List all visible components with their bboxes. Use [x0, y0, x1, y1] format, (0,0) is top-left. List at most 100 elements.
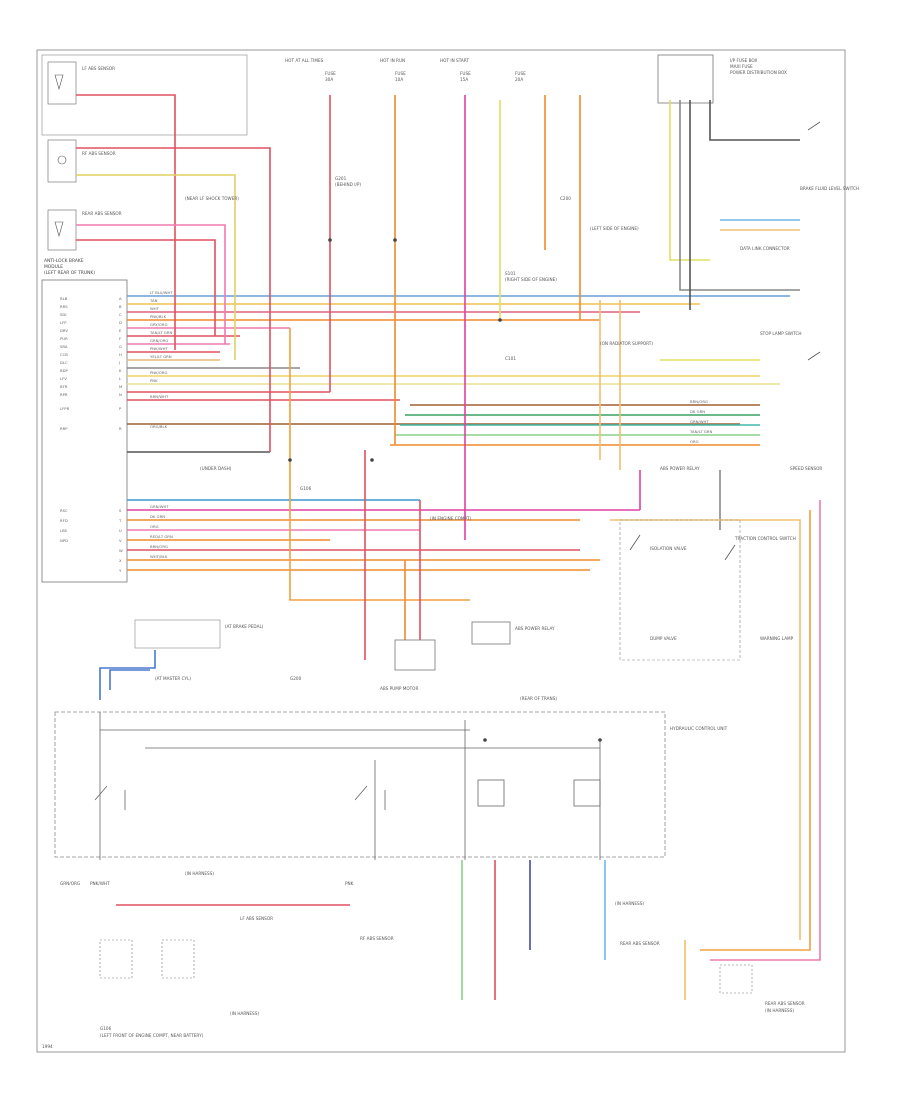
pin-label: U — [119, 528, 122, 533]
signal-label: SRA — [60, 344, 68, 349]
svg-text:C101: C101 — [505, 356, 516, 361]
pin-label: F — [119, 336, 121, 341]
pin-label: Y — [119, 568, 122, 573]
svg-text:TRACTION CONTROL SWITCH: TRACTION CONTROL SWITCH — [734, 536, 796, 541]
diagram-border — [36, 49, 846, 1053]
top-labels: HOT AT ALL TIMES HOT IN RUN HOT IN START… — [285, 58, 526, 82]
hydraulic-control-unit — [54, 711, 666, 858]
svg-text:G201: G201 — [335, 176, 347, 181]
signal-label: DLC — [60, 360, 68, 365]
svg-text:10A: 10A — [395, 77, 403, 82]
svg-text:ORG: ORG — [150, 524, 159, 529]
svg-text:TAN/LT GRN: TAN/LT GRN — [689, 429, 712, 434]
svg-text:(RIGHT SIDE OF ENGINE): (RIGHT SIDE OF ENGINE) — [505, 277, 557, 282]
svg-text:30A: 30A — [325, 77, 333, 82]
svg-text:FUSE: FUSE — [515, 71, 526, 76]
svg-text:FUSE: FUSE — [325, 71, 336, 76]
svg-text:GRN/WHT: GRN/WHT — [690, 419, 709, 424]
svg-text:PNK/WHT: PNK/WHT — [90, 881, 110, 886]
svg-text:(BEHIND I/P): (BEHIND I/P) — [335, 182, 361, 187]
svg-text:ORG: ORG — [690, 439, 699, 444]
svg-text:(IN ENGINE COMPT): (IN ENGINE COMPT) — [430, 516, 472, 521]
svg-text:(AT MASTER CYL): (AT MASTER CYL) — [155, 676, 191, 681]
pin-label: X — [119, 558, 122, 563]
pin-label: A — [119, 296, 122, 301]
svg-text:BRN/ORG: BRN/ORG — [150, 544, 168, 549]
wire — [710, 500, 821, 961]
sensor-box-inner-2 — [47, 139, 77, 183]
lf-abs-sensor — [99, 939, 133, 979]
signal-label: NPD — [60, 538, 68, 543]
wire — [76, 224, 226, 344]
svg-text:GRY/ORG: GRY/ORG — [150, 322, 168, 327]
valve — [477, 779, 505, 807]
signal-label: SDI — [60, 312, 66, 317]
wire — [669, 100, 710, 261]
signal-label: RFD — [60, 518, 68, 523]
svg-text:BRN/ORG: BRN/ORG — [690, 399, 708, 404]
pin-label: S — [119, 508, 122, 513]
splice-dot — [498, 318, 502, 322]
svg-text:LF ABS SENSOR: LF ABS SENSOR — [240, 916, 273, 921]
pin-label: D — [119, 320, 122, 325]
junction-dots — [288, 238, 602, 742]
svg-text:HOT IN START: HOT IN START — [440, 58, 469, 63]
svg-text:ORG/BLK: ORG/BLK — [150, 424, 168, 429]
sensor-symbol-1 — [54, 74, 64, 91]
wire — [76, 174, 236, 360]
svg-text:WHT: WHT — [150, 306, 160, 311]
svg-text:HOT AT ALL TIMES: HOT AT ALL TIMES — [285, 58, 324, 63]
pin-label: G — [119, 344, 122, 349]
diagram-id: 1994 — [42, 1044, 53, 1049]
splice-dot — [288, 458, 292, 462]
component-labels: LF ABS SENSOR RF ABS SENSOR REAR ABS SEN… — [60, 66, 859, 1016]
signal-label: LBS — [60, 528, 68, 533]
svg-text:ABS POWER RELAY: ABS POWER RELAY — [660, 466, 700, 471]
pump-motor-box — [394, 639, 436, 671]
svg-text:15A: 15A — [460, 77, 468, 82]
svg-text:(UNDER DASH): (UNDER DASH) — [200, 466, 232, 471]
svg-text:PNK: PNK — [345, 881, 354, 886]
switch-contact — [629, 534, 736, 561]
wire — [709, 100, 800, 141]
splice-dot — [328, 238, 332, 242]
svg-text:FUSE: FUSE — [460, 71, 471, 76]
signal-label: CCB — [60, 352, 68, 357]
sensor-symbol-2 — [57, 155, 67, 165]
module-signal-labels: RLB RRS SDI LFP DRV PUR SRA CCB DLC BDP … — [60, 296, 70, 543]
switch-box-left — [134, 619, 221, 649]
wire — [99, 650, 156, 700]
svg-text:(REAR OF TRANS): (REAR OF TRANS) — [520, 696, 557, 701]
pin-label: J — [118, 360, 120, 365]
svg-text:(LEFT SIDE OF ENGINE): (LEFT SIDE OF ENGINE) — [590, 226, 639, 231]
svg-text:DUMP VALVE: DUMP VALVE — [650, 636, 677, 641]
signal-label: BDP — [60, 368, 69, 373]
svg-text:TAN: TAN — [149, 298, 158, 303]
hcu-internal-wires — [99, 712, 601, 860]
wire — [700, 510, 811, 951]
svg-text:PNK/WHT: PNK/WHT — [150, 346, 169, 351]
svg-text:WARNING LAMP: WARNING LAMP — [760, 636, 794, 641]
wires — [76, 94, 821, 1000]
valve — [573, 779, 601, 807]
svg-text:STOP LAMP SWITCH: STOP LAMP SWITCH — [760, 331, 802, 336]
svg-text:GRN/WHT: GRN/WHT — [150, 504, 169, 509]
svg-text:HOT IN RUN: HOT IN RUN — [380, 58, 405, 63]
svg-text:GRN/ORG: GRN/ORG — [60, 881, 80, 886]
footer-note-location: (LEFT FRONT OF ENGINE COMPT, NEAR BATTER… — [100, 1033, 204, 1038]
svg-text:DK GRN: DK GRN — [690, 409, 705, 414]
svg-text:HYDRAULIC CONTROL UNIT: HYDRAULIC CONTROL UNIT — [670, 726, 728, 731]
wire — [76, 94, 176, 350]
pin-label: R — [119, 426, 122, 431]
svg-text:G106: G106 — [300, 486, 312, 491]
svg-text:BRN/WHT: BRN/WHT — [150, 394, 169, 399]
svg-text:(IN HARNESS): (IN HARNESS) — [765, 1008, 794, 1013]
svg-text:(AT BRAKE PEDAL): (AT BRAKE PEDAL) — [225, 624, 264, 629]
rf-abs-sensor — [161, 939, 195, 979]
wire — [610, 519, 801, 940]
pin-label: K — [119, 368, 122, 373]
svg-text:G200: G200 — [290, 676, 302, 681]
svg-text:(IN HARNESS): (IN HARNESS) — [185, 871, 214, 876]
splice-dot — [370, 458, 374, 462]
